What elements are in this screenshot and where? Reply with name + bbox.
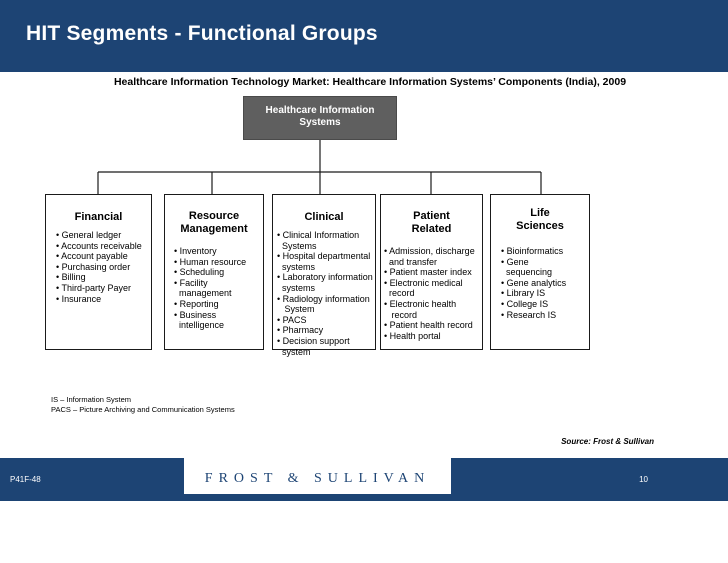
list-item: management bbox=[174, 288, 232, 299]
source-note: Source: Frost & Sullivan bbox=[561, 437, 654, 446]
list-item: • Radiology information bbox=[277, 293, 370, 304]
footnote: PACS – Picture Archiving and Communicati… bbox=[51, 405, 235, 414]
list-item: record bbox=[384, 309, 418, 320]
footer-code: P41F-48 bbox=[10, 475, 41, 484]
segment-title: Resource Management bbox=[180, 210, 248, 235]
footnote: IS – Information System bbox=[51, 395, 132, 404]
list-item: system bbox=[277, 346, 311, 357]
list-item: • College IS bbox=[501, 298, 549, 309]
list-item: • Human resource bbox=[174, 256, 247, 267]
segment-items: • General ledger • Accounts receivable •… bbox=[56, 230, 142, 304]
list-item: record bbox=[384, 288, 415, 299]
list-item: • Admission, discharge bbox=[384, 246, 475, 256]
list-item: • Business bbox=[174, 309, 217, 320]
segment-clinical: Clinical • Clinical Information Systems … bbox=[272, 194, 376, 357]
list-item: • Electronic health bbox=[384, 298, 457, 309]
segment-items: • Bioinformatics • Gene sequencing • Gen… bbox=[501, 246, 566, 320]
segment-resource-management: Resource Management • Inventory • Human … bbox=[164, 194, 264, 350]
list-item: Systems bbox=[277, 240, 317, 251]
segment-title: Financial bbox=[74, 211, 123, 223]
page-number: 10 bbox=[639, 475, 648, 484]
list-item: • Patient master index bbox=[384, 267, 472, 278]
list-item: • Electronic medical bbox=[384, 277, 463, 288]
segment-life-sciences: Life Sciences • Bioinformatics • Gene se… bbox=[490, 194, 590, 350]
list-item: sequencing bbox=[501, 267, 553, 278]
page-title: HIT Segments - Functional Groups bbox=[26, 22, 378, 45]
segment-patient-related: Patient Related • Admission, discharge a… bbox=[380, 194, 483, 350]
list-item: • Gene bbox=[501, 256, 529, 267]
root-node-line2: Systems bbox=[299, 117, 341, 128]
list-item: • Purchasing order bbox=[56, 261, 131, 272]
root-node-healthcare-information-systems: Healthcare Information Systems bbox=[243, 96, 397, 140]
list-item: • Clinical Information bbox=[277, 230, 360, 240]
list-item: • Billing bbox=[56, 272, 86, 283]
segment-title: Patient Related bbox=[411, 210, 452, 235]
frost-sullivan-logo: FROST & SULLIVAN bbox=[184, 458, 451, 494]
list-item: • Scheduling bbox=[174, 267, 225, 278]
logo-text: FROST & SULLIVAN bbox=[204, 471, 431, 486]
list-item: • Third-party Payer bbox=[56, 282, 132, 293]
list-item: • General ledger bbox=[56, 230, 122, 240]
list-item: System bbox=[277, 304, 315, 315]
list-item: • Research IS bbox=[501, 309, 557, 320]
root-node-line1: Healthcare Information bbox=[265, 105, 375, 116]
list-item: intelligence bbox=[174, 320, 225, 331]
header-bar bbox=[0, 0, 728, 72]
list-item: • Pharmacy bbox=[277, 325, 324, 336]
list-item: • Facility bbox=[174, 277, 208, 288]
list-item: • Laboratory information bbox=[277, 272, 373, 283]
segment-title: Clinical bbox=[304, 211, 344, 223]
footnotes: IS – Information System PACS – Picture A… bbox=[51, 395, 235, 415]
segment-items: • Admission, discharge and transfer • Pa… bbox=[384, 246, 475, 341]
list-item: • Reporting bbox=[174, 298, 219, 309]
list-item: • Insurance bbox=[56, 293, 102, 304]
segment-items: • Clinical Information Systems • Hospita… bbox=[277, 230, 373, 357]
list-item: • Accounts receivable bbox=[56, 240, 142, 251]
list-item: • Decision support bbox=[277, 335, 350, 346]
segment-financial: Financial • General ledger • Accounts re… bbox=[45, 194, 152, 350]
list-item: • Patient health record bbox=[384, 320, 473, 331]
list-item: • PACS bbox=[277, 314, 307, 325]
list-item: systems bbox=[277, 282, 316, 293]
list-item: and transfer bbox=[384, 256, 438, 267]
list-item: • Account payable bbox=[56, 251, 128, 262]
diagram-subtitle: Healthcare Information Technology Market… bbox=[113, 76, 627, 88]
list-item: systems bbox=[277, 261, 316, 272]
list-item: • Hospital departmental bbox=[277, 251, 371, 262]
list-item: • Inventory bbox=[174, 246, 217, 256]
list-item: • Gene analytics bbox=[501, 277, 567, 288]
segment-items: • Inventory • Human resource • Schedulin… bbox=[174, 246, 246, 331]
list-item: • Health portal bbox=[384, 330, 441, 341]
list-item: • Library IS bbox=[501, 288, 546, 299]
list-item: • Bioinformatics bbox=[501, 246, 564, 256]
segment-title: Life Sciences bbox=[516, 207, 564, 232]
